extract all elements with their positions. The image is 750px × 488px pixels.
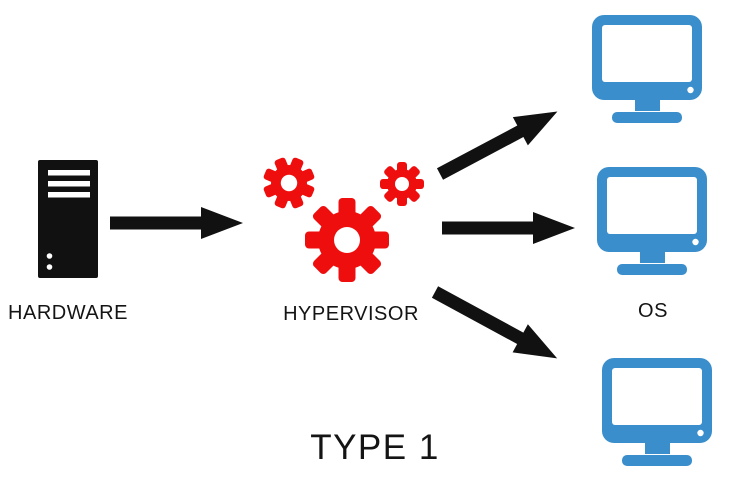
- arrow-hardware-to-hypervisor: [110, 207, 243, 239]
- monitor-icon-top: [592, 15, 702, 123]
- gear-small-left: [262, 156, 316, 210]
- os-label: OS: [638, 300, 668, 322]
- arrow-hypervisor-to-monitor-middle: [442, 212, 575, 244]
- monitor-icon-bottom: [602, 358, 712, 466]
- arrow-hypervisor-to-monitor-bottom: [431, 286, 558, 359]
- server-tower-icon: [38, 160, 98, 278]
- diagram-title: TYPE 1: [310, 428, 440, 467]
- gear-large-center: [305, 198, 389, 282]
- arrow-hypervisor-to-monitor-top: [436, 111, 558, 180]
- gears-icon: [262, 156, 424, 282]
- monitor-icon-middle: [597, 167, 707, 275]
- hardware-label: HARDWARE: [8, 302, 128, 324]
- gear-small-right: [380, 162, 424, 206]
- hypervisor-label: HYPERVISOR: [283, 303, 419, 325]
